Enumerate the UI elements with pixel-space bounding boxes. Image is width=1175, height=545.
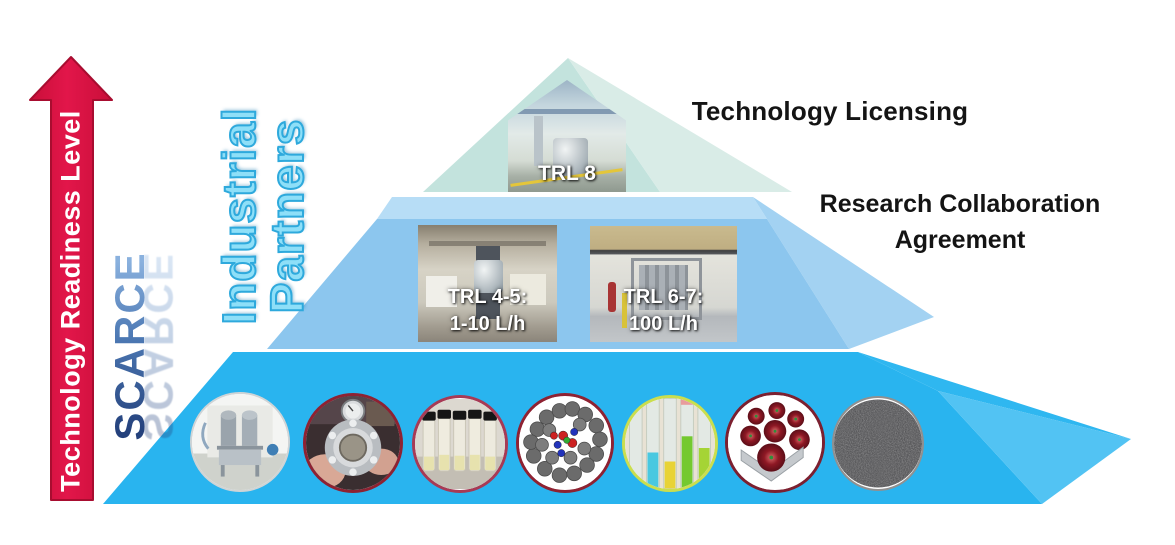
sample-vials-photo xyxy=(412,395,508,493)
trl45-pilot-photo: TRL 4-5: 1-10 L/h xyxy=(418,225,557,342)
trl67-label-line2: 100 L/h xyxy=(629,313,698,335)
scarce-logo-reflection: SCARCE xyxy=(134,251,182,441)
industrial-partners-line2: Partners xyxy=(260,118,314,315)
membrane-plate-icon xyxy=(728,395,822,490)
trl67-label-line1: TRL 6-7: xyxy=(623,286,704,308)
trl-arrow xyxy=(29,56,113,501)
equipment-rack-shape xyxy=(638,265,689,310)
middle-tier-face xyxy=(267,219,849,349)
trl45-label-line1: TRL 4-5: xyxy=(447,286,528,308)
granules-icon xyxy=(834,399,922,488)
middle-tier-bevel xyxy=(377,197,767,219)
filtration-skid-photo xyxy=(190,392,290,492)
ceiling-beam-shape xyxy=(517,109,617,115)
machine-column-shape xyxy=(533,115,544,167)
filtration-skid-icon xyxy=(192,394,288,490)
scarce-logo: SCARCE SCARCE xyxy=(106,251,182,441)
top-tier-side xyxy=(568,58,792,192)
research-collaboration-label: Research Collaboration Agreement xyxy=(790,186,1130,259)
research-collaboration-line1: Research Collaboration xyxy=(819,190,1101,218)
white-cabinet-shape xyxy=(426,276,457,307)
bottom-tier-side-lower xyxy=(938,391,1131,504)
equipment-frame-shape xyxy=(631,258,702,321)
granules-photo xyxy=(832,396,924,491)
industrial-partners-line1: Industrial xyxy=(212,106,266,325)
machine-vessel-shape xyxy=(473,260,503,293)
molecule-model-icon xyxy=(519,397,611,489)
research-collaboration-line2: Agreement xyxy=(894,226,1026,255)
bottom-tier-side-upper xyxy=(858,352,1131,439)
ceiling-beam-shape xyxy=(429,241,546,247)
industrial-partners-label: Industrial Partners xyxy=(212,106,314,325)
white-cabinet-shape xyxy=(509,274,546,305)
trl67-label: TRL 6-7: 100 L/h xyxy=(590,284,737,338)
molecule-model-photo xyxy=(516,393,614,493)
person-shape xyxy=(607,281,617,312)
trl-arrow-label: Technology Readiness Level xyxy=(55,110,86,492)
metal-flange-icon xyxy=(306,396,400,490)
membrane-plate-photo xyxy=(725,392,825,493)
arrow-shape xyxy=(29,56,113,501)
metal-flange-photo xyxy=(303,393,403,493)
test-tubes-photo xyxy=(622,395,718,492)
trl8-label: TRL 8 xyxy=(538,162,596,185)
middle-tier-side xyxy=(753,197,934,349)
technology-licensing-label: Technology Licensing xyxy=(691,96,969,126)
test-tubes-icon xyxy=(625,398,715,489)
trl45-label: TRL 4-5: 1-10 L/h xyxy=(418,284,557,338)
trl45-label-line2: 1-10 L/h xyxy=(449,313,526,335)
trl67-pilot-photo: TRL 6-7: 100 L/h xyxy=(590,226,737,342)
sample-vials-icon xyxy=(415,399,505,489)
bollard-shape xyxy=(622,293,627,329)
machine-vessel-shape xyxy=(552,138,589,177)
